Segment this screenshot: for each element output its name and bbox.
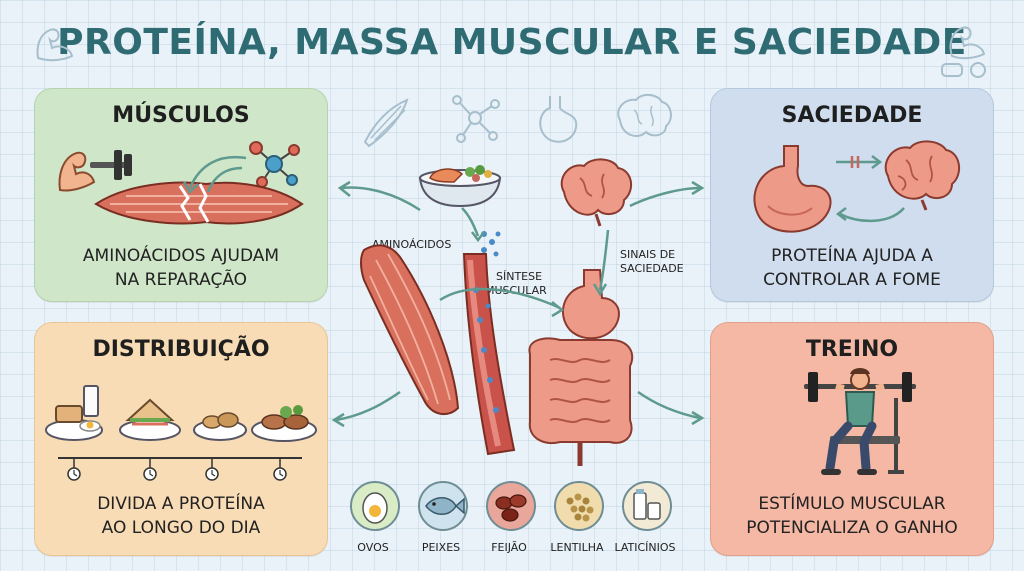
- food-label: LATICÍNIOS: [614, 541, 676, 554]
- clock-icon: [273, 458, 287, 481]
- food-label: OVOS: [357, 541, 389, 554]
- panel-treino-caption-line2: POTENCIALIZA O GANHO: [746, 518, 958, 538]
- label-sintese-line2: MUSCULAR: [485, 284, 547, 297]
- molecule-outline-icon: [452, 95, 500, 143]
- flexed-arm-dumbbell-icon: [58, 150, 132, 192]
- breakfast-plate-icon: [45, 385, 103, 441]
- center-stomach-intestine-icon: [528, 269, 634, 466]
- muscle-outline-icon: [363, 98, 409, 148]
- brain-outline-icon: [617, 94, 672, 137]
- food-label: PEIXES: [421, 541, 461, 554]
- brain-icon: [884, 140, 961, 211]
- panel-treino-title: TREINO: [805, 337, 899, 362]
- repair-arrows: [182, 155, 247, 195]
- satiety-signal-arrows: [835, 155, 905, 223]
- label-sinais-line1: SINAIS DE: [620, 248, 676, 261]
- center-brain-icon: [560, 158, 633, 227]
- fish-icon: [418, 481, 468, 531]
- dairy-icon: [622, 481, 672, 531]
- panel-distribuicao-caption-line2: AO LONGO DO DIA: [101, 518, 261, 538]
- clock-icon: [205, 458, 219, 481]
- molecule-icon: [249, 141, 300, 188]
- panel-distribuicao-title: DISTRIBUIÇÃO: [92, 337, 270, 362]
- label-aminoacidos: AMINOÁCIDOS: [372, 238, 452, 251]
- label-sintese-line1: SÍNTESE: [496, 270, 543, 283]
- panel-musculos-caption-line1: AMINOÁCIDOS AJUDAM: [82, 246, 280, 266]
- protein-meal-bowl-icon: [418, 165, 502, 208]
- weightlifter-icon: [804, 368, 916, 475]
- stomach-outline-icon: [539, 96, 578, 143]
- panel-saciedade-title: SACIEDADE: [781, 103, 923, 128]
- panel-distribuicao-caption-line1: DIVIDA A PROTEÍNA: [97, 494, 265, 514]
- panel-saciedade-caption-line1: PROTEÍNA AJUDA A: [771, 246, 933, 266]
- panel-musculos-caption-line2: NA REPARAÇÃO: [114, 270, 248, 290]
- food-label: LENTILHA: [550, 541, 604, 554]
- egg-icon: [350, 481, 400, 531]
- center-muscle-icon: [360, 244, 460, 416]
- label-sinais-line2: SACIEDADE: [620, 262, 684, 275]
- clock-icon: [67, 458, 81, 481]
- stomach-icon: [753, 145, 832, 233]
- arm-food-outline-icon: [941, 26, 986, 78]
- beans-icon: [486, 481, 536, 531]
- sandwich-plate-icon: [119, 398, 181, 441]
- snack-plate-icon: [193, 412, 247, 441]
- dinner-plate-icon: [251, 405, 317, 442]
- clock-icon: [143, 458, 157, 481]
- torn-muscle-icon: [94, 181, 304, 225]
- lentil-icon: [554, 481, 604, 531]
- panel-treino-caption-line1: ESTÍMULO MUSCULAR: [758, 494, 946, 514]
- page-title: PROTEÍNA, MASSA MUSCULAR E SACIEDADE: [57, 22, 967, 63]
- daily-meals-timeline: [45, 385, 317, 481]
- flexed-arm-outline-icon: [36, 28, 74, 62]
- panel-musculos-title: MÚSCULOS: [112, 103, 250, 128]
- panel-saciedade-caption-line2: CONTROLAR A FOME: [763, 270, 941, 290]
- blood-vessel-icon: [462, 253, 516, 456]
- food-label: FEIJÃO: [491, 541, 527, 554]
